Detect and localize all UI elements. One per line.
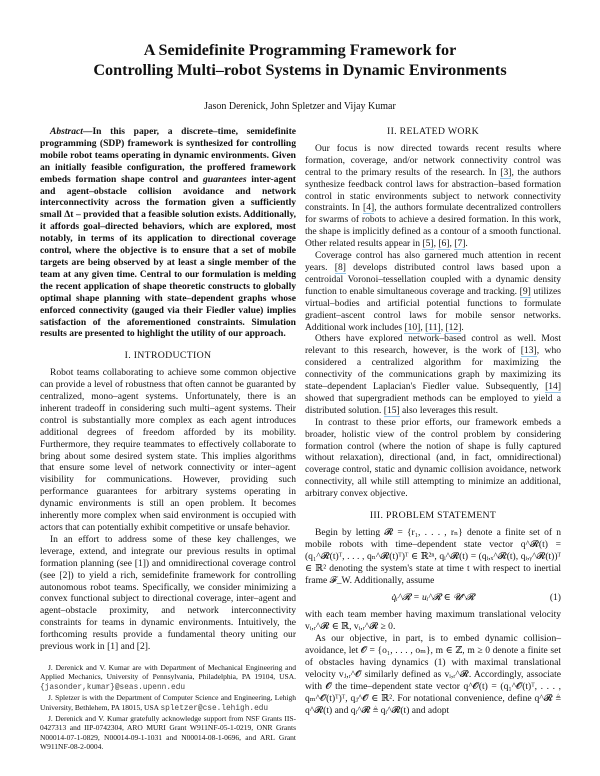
citation-link[interactable]: [7] — [454, 238, 466, 251]
abstract-text: —In this paper, a discrete–time, semidef… — [40, 126, 296, 339]
citation-link[interactable]: [13] — [520, 345, 537, 358]
citation-link[interactable]: [6] — [438, 238, 450, 251]
paragraph: As our objective, in part, is to embed d… — [305, 633, 561, 716]
text-run: , the authors formulate decentralized co… — [305, 202, 561, 250]
left-column: Abstract—In this paper, a discrete–time,… — [40, 126, 296, 752]
section-heading-problem-statement: III. PROBLEM STATEMENT — [369, 510, 497, 522]
citation-link[interactable]: [9] — [519, 285, 531, 298]
text-run: In contrast to these prior efforts, our … — [305, 416, 561, 500]
paragraph: Robot teams collaborating to achieve som… — [40, 367, 296, 534]
text-run: with each team member having maximum tra… — [305, 609, 561, 633]
abstract-label: Abstract — [50, 126, 83, 137]
text-run: showed that supergradient methods can be… — [305, 392, 561, 416]
citation-link[interactable]: [3] — [500, 166, 512, 179]
citation-link[interactable]: [5] — [422, 238, 434, 251]
paragraph: Coverage control has also garnered much … — [305, 250, 561, 334]
paragraph: Begin by letting 𝓡 = {r₁, . . . , rₙ} de… — [305, 527, 561, 587]
abstract: Abstract—In this paper, a discrete–time,… — [40, 126, 296, 340]
footnote-acknowledgment: J. Derenick and V. Kumar gratefully ackn… — [40, 714, 296, 752]
equation-1: q̇ᵢ^𝓡 = uᵢ^𝓡 ∈ 𝓤^𝓡 (1) — [305, 592, 561, 604]
section-heading-introduction: I. INTRODUCTION — [124, 350, 212, 362]
text-run: Others have explored network–based contr… — [305, 333, 561, 357]
equation-number: (1) — [549, 591, 561, 603]
citation-link[interactable]: [12] — [445, 321, 462, 334]
citation-link[interactable]: [14] — [545, 381, 561, 394]
paragraph: In contrast to these prior efforts, our … — [305, 417, 561, 500]
section-heading-related-work: II. RELATED WORK — [387, 126, 479, 137]
text-run: —In this paper, a discrete–time, semidef… — [40, 126, 296, 185]
footnote-text: J. Derenick and V. Kumar are with Depart… — [40, 662, 296, 682]
title-line-1: A Semidefinite Programming Framework for — [143, 41, 457, 59]
footnote-text: J. Spletzer is with the Department of Co… — [40, 693, 296, 712]
text-run: . — [465, 238, 468, 250]
paper-title: A Semidefinite Programming Framework for… — [0, 40, 600, 80]
paragraph: Our focus is now directed towards recent… — [305, 142, 561, 251]
text-run: also leverages this result. — [399, 404, 499, 416]
paragraph: Others have explored network–based contr… — [305, 333, 561, 417]
emphasized-text: guarantees — [203, 173, 247, 185]
text-run: , the authors synthesize feedback contro… — [305, 166, 561, 214]
citation-link[interactable]: [15] — [383, 404, 400, 417]
text-run: , — [440, 321, 446, 333]
text-run: , — [420, 321, 426, 333]
text-run: In an effort to address some of these ke… — [40, 533, 296, 653]
text-run: Robot teams collaborating to achieve som… — [40, 367, 296, 533]
text-run: Our focus is now directed towards recent… — [305, 142, 561, 178]
text-run: utilizes virtual–bodies and artificial p… — [305, 285, 561, 333]
citation-link[interactable]: [4] — [363, 202, 375, 215]
text-run: . — [461, 321, 464, 333]
authors: Jason Derenick, John Spletzer and Vijay … — [204, 101, 396, 112]
citation-link[interactable]: [10] — [404, 321, 421, 334]
footnotes: J. Derenick and V. Kumar are with Depart… — [40, 663, 296, 752]
citation-link[interactable]: [11] — [425, 321, 441, 334]
right-column: II. RELATED WORK Our focus is now direct… — [305, 126, 561, 717]
text-run: As our objective, in part, is to embed d… — [305, 633, 561, 716]
citation-link[interactable]: [8] — [334, 261, 346, 274]
paragraph: with each team member having maximum tra… — [305, 609, 561, 633]
email-link[interactable]: spletzer@cse.lehigh.edu — [160, 704, 269, 713]
text-run: Begin by letting 𝓡 = {r₁, . . . , rₙ} de… — [305, 527, 561, 586]
footnote-affiliation-lehigh: J. Spletzer is with the Department of Co… — [40, 693, 296, 714]
text-run: , — [433, 238, 439, 250]
text-run: Coverage control has also garnered much … — [305, 250, 561, 273]
email-link[interactable]: {jasonder,kumar}@seas.upenn.edu — [40, 683, 186, 692]
title-line-2: Controlling Multi–robot Systems in Dynam… — [93, 61, 507, 79]
footnote-affiliation-penn: J. Derenick and V. Kumar are with Depart… — [40, 663, 296, 693]
text-run: inter-agent and agent–obstacle collision… — [40, 173, 296, 340]
equation-body: q̇ᵢ^𝓡 = uᵢ^𝓡 ∈ 𝓤^𝓡 — [391, 591, 475, 603]
text-run: develops distributed control laws based … — [305, 261, 561, 297]
paragraph: In an effort to address some of these ke… — [40, 534, 296, 653]
text-run: , who considered a centralized algorithm… — [305, 345, 561, 393]
text-run: , — [449, 238, 455, 250]
